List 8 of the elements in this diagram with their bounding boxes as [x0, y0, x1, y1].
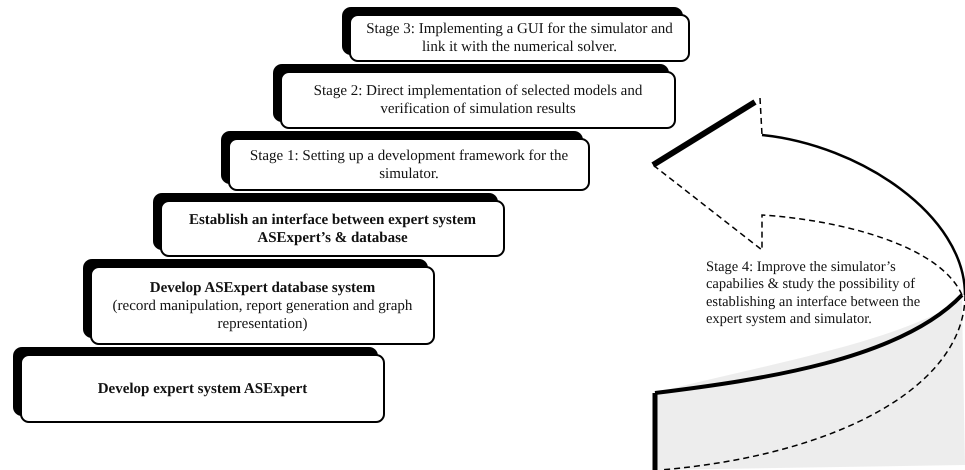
step-title: Establish an interface between expert system ASExpert’s & database	[188, 210, 478, 246]
step-title: Stage 3: Implementing a GUI for the simulator and link it with the numerical solver.	[365, 20, 674, 56]
stage-text: Stage 4: Improve the simulator’s capabilies & study the possibility of establishing an interface between the expert system and simulator.	[706, 259, 922, 329]
step-title: Stage 1: Setting up a development framework for the simulator.	[248, 146, 570, 182]
step-detail: (record manipulation, report generation and graph representation)	[112, 296, 414, 332]
step-title: Develop ASExpert database system	[150, 278, 376, 296]
step-title: Stage 2: Direct implementation of selected models and verification of simulation results	[312, 82, 644, 118]
step-title: Develop expert system ASExpert	[98, 380, 308, 398]
